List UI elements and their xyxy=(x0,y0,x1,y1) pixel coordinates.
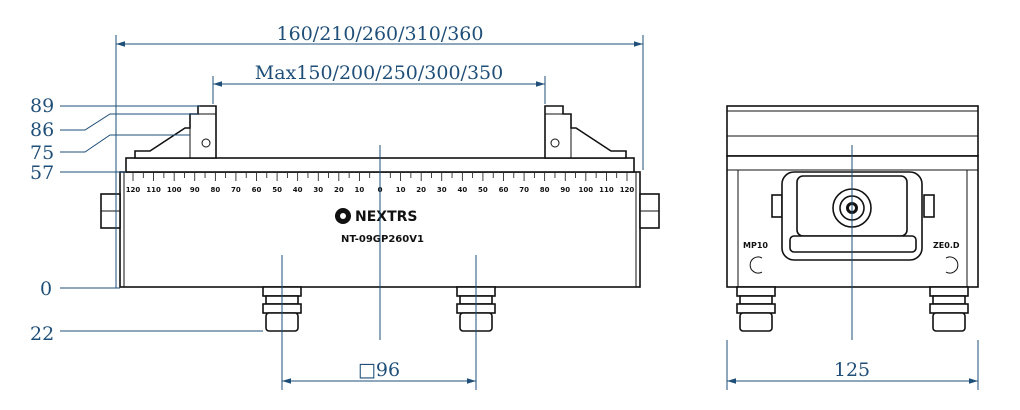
side-label-left: MP10 xyxy=(743,241,768,250)
scale-label: 120 xyxy=(620,186,635,194)
scale-label: 80 xyxy=(540,186,550,194)
scale-label: 60 xyxy=(252,186,262,194)
scale-label: 70 xyxy=(519,186,529,194)
scale-label: 110 xyxy=(146,186,161,194)
scale-label: 20 xyxy=(334,186,344,194)
stud-spacing-label: □96 xyxy=(358,359,400,381)
max-opening-label: Max150/200/250/300/350 xyxy=(255,62,503,84)
scale-label: 40 xyxy=(457,186,467,194)
scale-label: 30 xyxy=(437,186,447,194)
scale-label: 50 xyxy=(272,186,282,194)
jaw-left-hole xyxy=(201,138,211,148)
rotate-right-icon xyxy=(945,256,959,274)
height-0-label: 0 xyxy=(40,278,52,300)
scale-label: 10 xyxy=(396,186,406,194)
height-75-label: 75 xyxy=(30,142,54,164)
model-number: NT-09GP260V1 xyxy=(341,234,424,245)
scale-label: 50 xyxy=(478,186,488,194)
logo-mark-inner-icon xyxy=(340,213,346,219)
brand-logo-text: NEXTRS xyxy=(355,209,418,225)
scale-label: 70 xyxy=(231,186,241,194)
jaw-right-hole xyxy=(550,138,560,148)
scale-ticks xyxy=(132,173,628,181)
scale-label: 30 xyxy=(313,186,323,194)
height-22-label: 22 xyxy=(30,323,54,345)
scale-label: 90 xyxy=(190,186,200,194)
height-86-leader xyxy=(60,113,198,131)
scale-label: 100 xyxy=(579,186,594,194)
height-86-label: 86 xyxy=(30,119,54,141)
scale-label: 40 xyxy=(293,186,303,194)
scale-label: 10 xyxy=(355,186,365,194)
side-stud-left xyxy=(736,286,776,332)
side-lug-right xyxy=(923,194,935,218)
scale-label: 60 xyxy=(499,186,509,194)
scale-label: 20 xyxy=(416,186,426,194)
rotate-left-icon xyxy=(749,256,763,274)
side-width-label: 125 xyxy=(834,359,870,381)
height-75-leader xyxy=(60,134,190,153)
scale-label: 100 xyxy=(167,186,182,194)
brand-logo: NEXTRS xyxy=(335,208,418,225)
height-89-label: 89 xyxy=(30,95,54,117)
scale-label: 110 xyxy=(599,186,614,194)
overall-length-label: 160/210/260/310/360 xyxy=(277,23,484,45)
side-pocket-base xyxy=(789,235,917,253)
jaw-right xyxy=(544,105,627,159)
scale-label: 80 xyxy=(210,186,220,194)
height-57-label: 57 xyxy=(30,162,54,184)
scale-label: 120 xyxy=(126,186,141,194)
side-label-right: ZE0.D xyxy=(933,241,960,250)
side-view: MP10 ZE0.D 125 xyxy=(726,105,979,390)
scale-label: 90 xyxy=(560,186,570,194)
front-dimensions: 160/210/260/310/360 Max150/200/250/300/3… xyxy=(30,23,644,384)
side-stud-right xyxy=(929,286,969,332)
side-lug-left xyxy=(771,194,783,218)
